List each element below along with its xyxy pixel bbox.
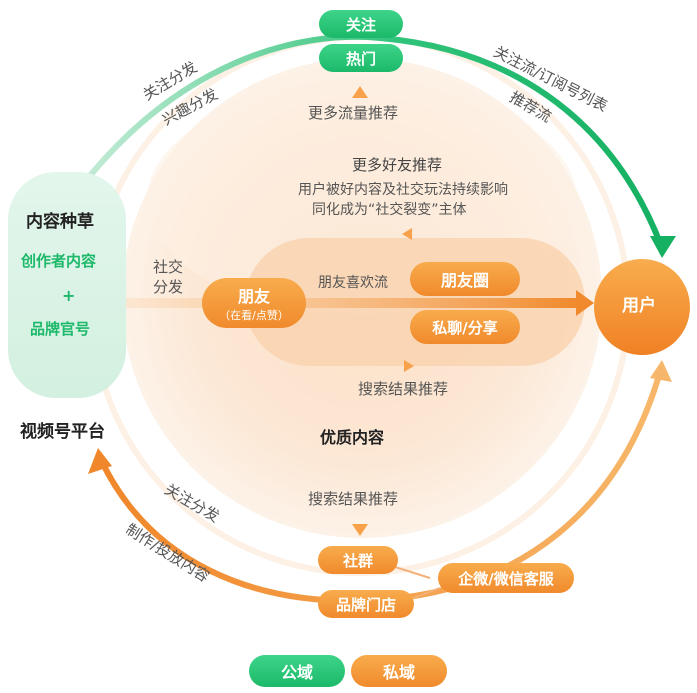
public-arc-arrowhead (650, 236, 676, 258)
store-connector (407, 587, 441, 601)
private-arc-arrowhead (88, 448, 112, 474)
social-share-line1: 社交 (153, 258, 184, 276)
traffic-up-arrow (352, 86, 368, 98)
follow-pill: 关注 (319, 10, 403, 38)
legend-public: 公域 (249, 655, 345, 687)
platform-name: 视频号平台 (20, 422, 105, 442)
legend-private: 私域 (351, 655, 447, 687)
community-connector (391, 565, 431, 579)
friends-left-arrow (402, 228, 412, 240)
friend-node: 朋友 （在看/点赞） (202, 278, 306, 328)
friends-like-label: 朋友喜欢流 (318, 275, 388, 291)
social-beam (126, 298, 578, 308)
plus-sign: + (62, 286, 76, 305)
hot-pill: 热门 (319, 44, 403, 72)
creator-content: 创作者内容 (21, 252, 97, 270)
store-pill: 品牌门店 (318, 590, 414, 618)
seed-title: 内容种草 (26, 212, 94, 232)
chat-pill: 私聊/分享 (410, 310, 520, 344)
more-traffic-label: 更多流量推荐 (308, 104, 399, 122)
private-arc-head-start (650, 360, 672, 382)
community-pill: 社群 (318, 546, 398, 574)
wecom-pill: 企微/微信客服 (438, 563, 574, 593)
user-label: 用户 (622, 296, 656, 316)
more-friends-label: 更多好友推荐 (352, 156, 443, 174)
search-outer-label: 搜索结果推荐 (308, 490, 399, 508)
friends-desc-line2: 同化成为“社交裂变”主体 (312, 202, 467, 218)
social-beam-arrowhead (576, 290, 594, 316)
search-down-arrow (352, 524, 368, 536)
user-circle (594, 259, 690, 355)
search-right-arrow (404, 360, 414, 372)
friends-desc-line1: 用户被好内容及社交玩法持续影响 (298, 182, 508, 198)
moments-pill: 朋友圈 (410, 262, 520, 296)
brand-account: 品牌官号 (30, 320, 91, 338)
search-inner-label: 搜索结果推荐 (358, 380, 449, 398)
quality-content-title: 优质内容 (320, 428, 385, 447)
social-share-line2: 分发 (153, 278, 184, 296)
platform-panel (8, 172, 126, 398)
friend-node-label: 朋友 (237, 287, 270, 306)
friend-node-sub: （在看/点赞） (219, 309, 289, 322)
public-top-arc (77, 33, 665, 251)
